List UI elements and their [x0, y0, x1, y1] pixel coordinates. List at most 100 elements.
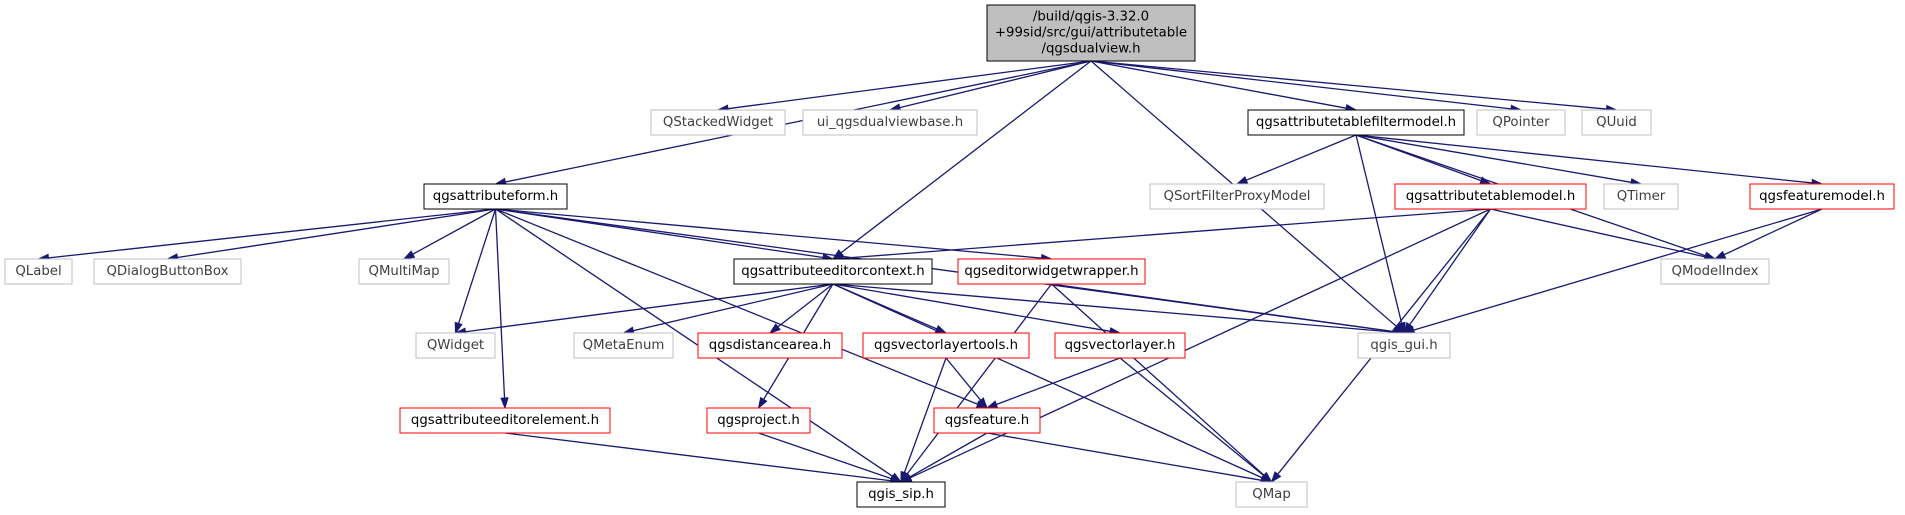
node-qgseditorwidgetwrapper[interactable]: qgseditorwidgetwrapper.h [957, 258, 1146, 285]
node-box [1603, 183, 1679, 210]
edge-qgseditorwidgetwrapper-to-qmap [1051, 283, 1273, 484]
node-qgsproject[interactable]: qgsproject.h [706, 407, 811, 434]
node-qmetaenum[interactable]: QMetaEnum [573, 332, 674, 359]
node-qdialogbuttonbox[interactable]: QDialogButtonBox [93, 258, 242, 285]
edge-line [986, 432, 1262, 481]
node-label: qgsproject.h [717, 413, 800, 428]
edge-line [1355, 134, 1813, 184]
edge-qgsvectorlayer-to-qmap [1119, 357, 1273, 483]
node-label: QStackedWidget [663, 115, 773, 130]
node-label: /build/qgis-3.32.0 [1033, 10, 1149, 25]
edge-arrowhead [1270, 471, 1282, 484]
node-qgsattributeeditorelement[interactable]: qgsattributeeditorelement.h [399, 407, 611, 434]
edge-line [1490, 208, 1706, 258]
node-qmap[interactable]: QMap [1235, 481, 1308, 508]
edge-line [505, 60, 1092, 183]
node-qgsattributeform[interactable]: qgsattributeform.h [423, 183, 568, 210]
node-qmodelindex[interactable]: QModelIndex [1660, 258, 1770, 285]
node-qgsfeature[interactable]: qgsfeature.h [933, 407, 1041, 434]
edge-qgsattributetablemodel-to-qgis-gui [1403, 208, 1492, 335]
node-box [957, 258, 1146, 285]
edge-qgsattributeform-to-qwidget [454, 208, 497, 335]
edge-line [996, 357, 1121, 406]
edge-qgsattributeeditorcontext-to-qmetaenum [622, 283, 834, 335]
node-quuid[interactable]: QUuid [1581, 109, 1652, 136]
edge-line [758, 432, 892, 480]
node-box [802, 109, 978, 136]
node-qgsvectorlayer[interactable]: qgsvectorlayer.h [1054, 332, 1186, 359]
edge-qgsattributeform-to-qdialogbuttonbox [166, 208, 496, 262]
node-box [573, 332, 674, 359]
edge-line [1051, 283, 1395, 333]
node-box [1749, 183, 1895, 210]
node-box [415, 332, 496, 359]
node-qpointer[interactable]: QPointer [1476, 109, 1566, 136]
node-qgsdistancearea[interactable]: qgsdistancearea.h [697, 332, 843, 359]
node-label: qgsattributetablemodel.h [1406, 189, 1576, 204]
edge-line [495, 208, 1042, 259]
node-box [1357, 332, 1451, 359]
node-box [1476, 109, 1566, 136]
node-label: QUuid [1596, 115, 1637, 130]
node-qgis-sip[interactable]: qgis_sip.h [856, 481, 946, 508]
node-label: qgsvectorlayer.h [1065, 338, 1176, 353]
node-qgsattributetablemodel[interactable]: qgsattributetablemodel.h [1394, 183, 1587, 210]
node-qtimer[interactable]: QTimer [1603, 183, 1679, 210]
edge-line [903, 357, 947, 473]
node-qgis-gui[interactable]: qgis_gui.h [1357, 332, 1451, 359]
node-label: qgsattributeeditorelement.h [411, 413, 599, 428]
node-label: ui_qgsdualviewbase.h [817, 115, 963, 130]
node-box [986, 4, 1196, 62]
node-label: QMap [1252, 487, 1291, 502]
edge-qgsfeature-to-qmap [986, 432, 1273, 485]
node-box [399, 407, 611, 434]
edge-arrowhead [768, 323, 781, 334]
node-label: QWidget [427, 338, 484, 353]
edge-line [727, 60, 1092, 110]
edge-arrowhead [1397, 321, 1406, 335]
node-qsortfilterproxymodel[interactable]: QSortFilterProxyModel [1149, 183, 1325, 210]
edge-arrowhead [454, 321, 463, 335]
node-label: qgseditorwidgetwrapper.h [964, 264, 1138, 279]
edge-line [1409, 208, 1492, 326]
node-label: qgsattributetablefiltermodel.h [1256, 115, 1456, 130]
edge-qgsattributeeditorelement-to-qgis-sip [504, 432, 903, 485]
edge-qgsproject-to-qgis-sip [758, 432, 903, 483]
node-qwidget[interactable]: QWidget [415, 332, 496, 359]
edge-line [177, 208, 496, 259]
node-box [862, 332, 1030, 359]
node-label: /qgsdualview.h [1041, 42, 1140, 57]
dependency-edges [36, 60, 1824, 485]
node-qgsattributetablefiltermodel[interactable]: qgsattributetablefiltermodel.h [1247, 109, 1465, 136]
node-ui-qgsdualviewbase[interactable]: ui_qgsdualviewbase.h [802, 109, 978, 136]
edge-line [840, 60, 1092, 254]
edge-qgsattributeform-to-qgseditorwidgetwrapper [495, 208, 1054, 263]
node-qgsattributeeditorcontext[interactable]: qgsattributeeditorcontext.h [733, 258, 933, 285]
node-box [1247, 109, 1465, 136]
edge-qgsattributeform-to-qmultimap [402, 208, 496, 260]
edge-line [945, 357, 982, 401]
node-box [1235, 481, 1308, 508]
edge-line [495, 208, 894, 477]
edge-line [842, 208, 1491, 259]
node-root[interactable]: /build/qgis-3.32.0+99sid/src/gui/attribu… [986, 4, 1196, 62]
node-qstackedwidget[interactable]: QStackedWidget [650, 109, 786, 136]
edge-line [457, 208, 497, 324]
node-qlabel[interactable]: QLabel [4, 258, 73, 285]
edge-qgsattributetablefiltermodel-to-qsortfilterproxymodel [1235, 134, 1357, 185]
node-qgsvectorlayertools[interactable]: qgsvectorlayertools.h [862, 332, 1030, 359]
node-box [358, 258, 450, 285]
edge-line [1090, 60, 1512, 110]
edge-qgsattributetablefiltermodel-to-qgis-gui [1355, 134, 1406, 335]
node-label: qgsattributeeditorcontext.h [741, 264, 924, 279]
node-label: QLabel [15, 264, 61, 279]
edge-line [1355, 134, 1632, 183]
edge-root-to-quuid [1090, 60, 1619, 114]
node-qmultimap[interactable]: QMultiMap [358, 258, 450, 285]
node-label: qgsfeature.h [945, 413, 1029, 428]
header-nodes: /build/qgis-3.32.0+99sid/src/gui/attribu… [4, 4, 1895, 508]
node-label: QModelIndex [1672, 264, 1759, 279]
node-label: qgsfeaturemodel.h [1759, 189, 1885, 204]
node-qgsfeaturemodel[interactable]: qgsfeaturemodel.h [1749, 183, 1895, 210]
